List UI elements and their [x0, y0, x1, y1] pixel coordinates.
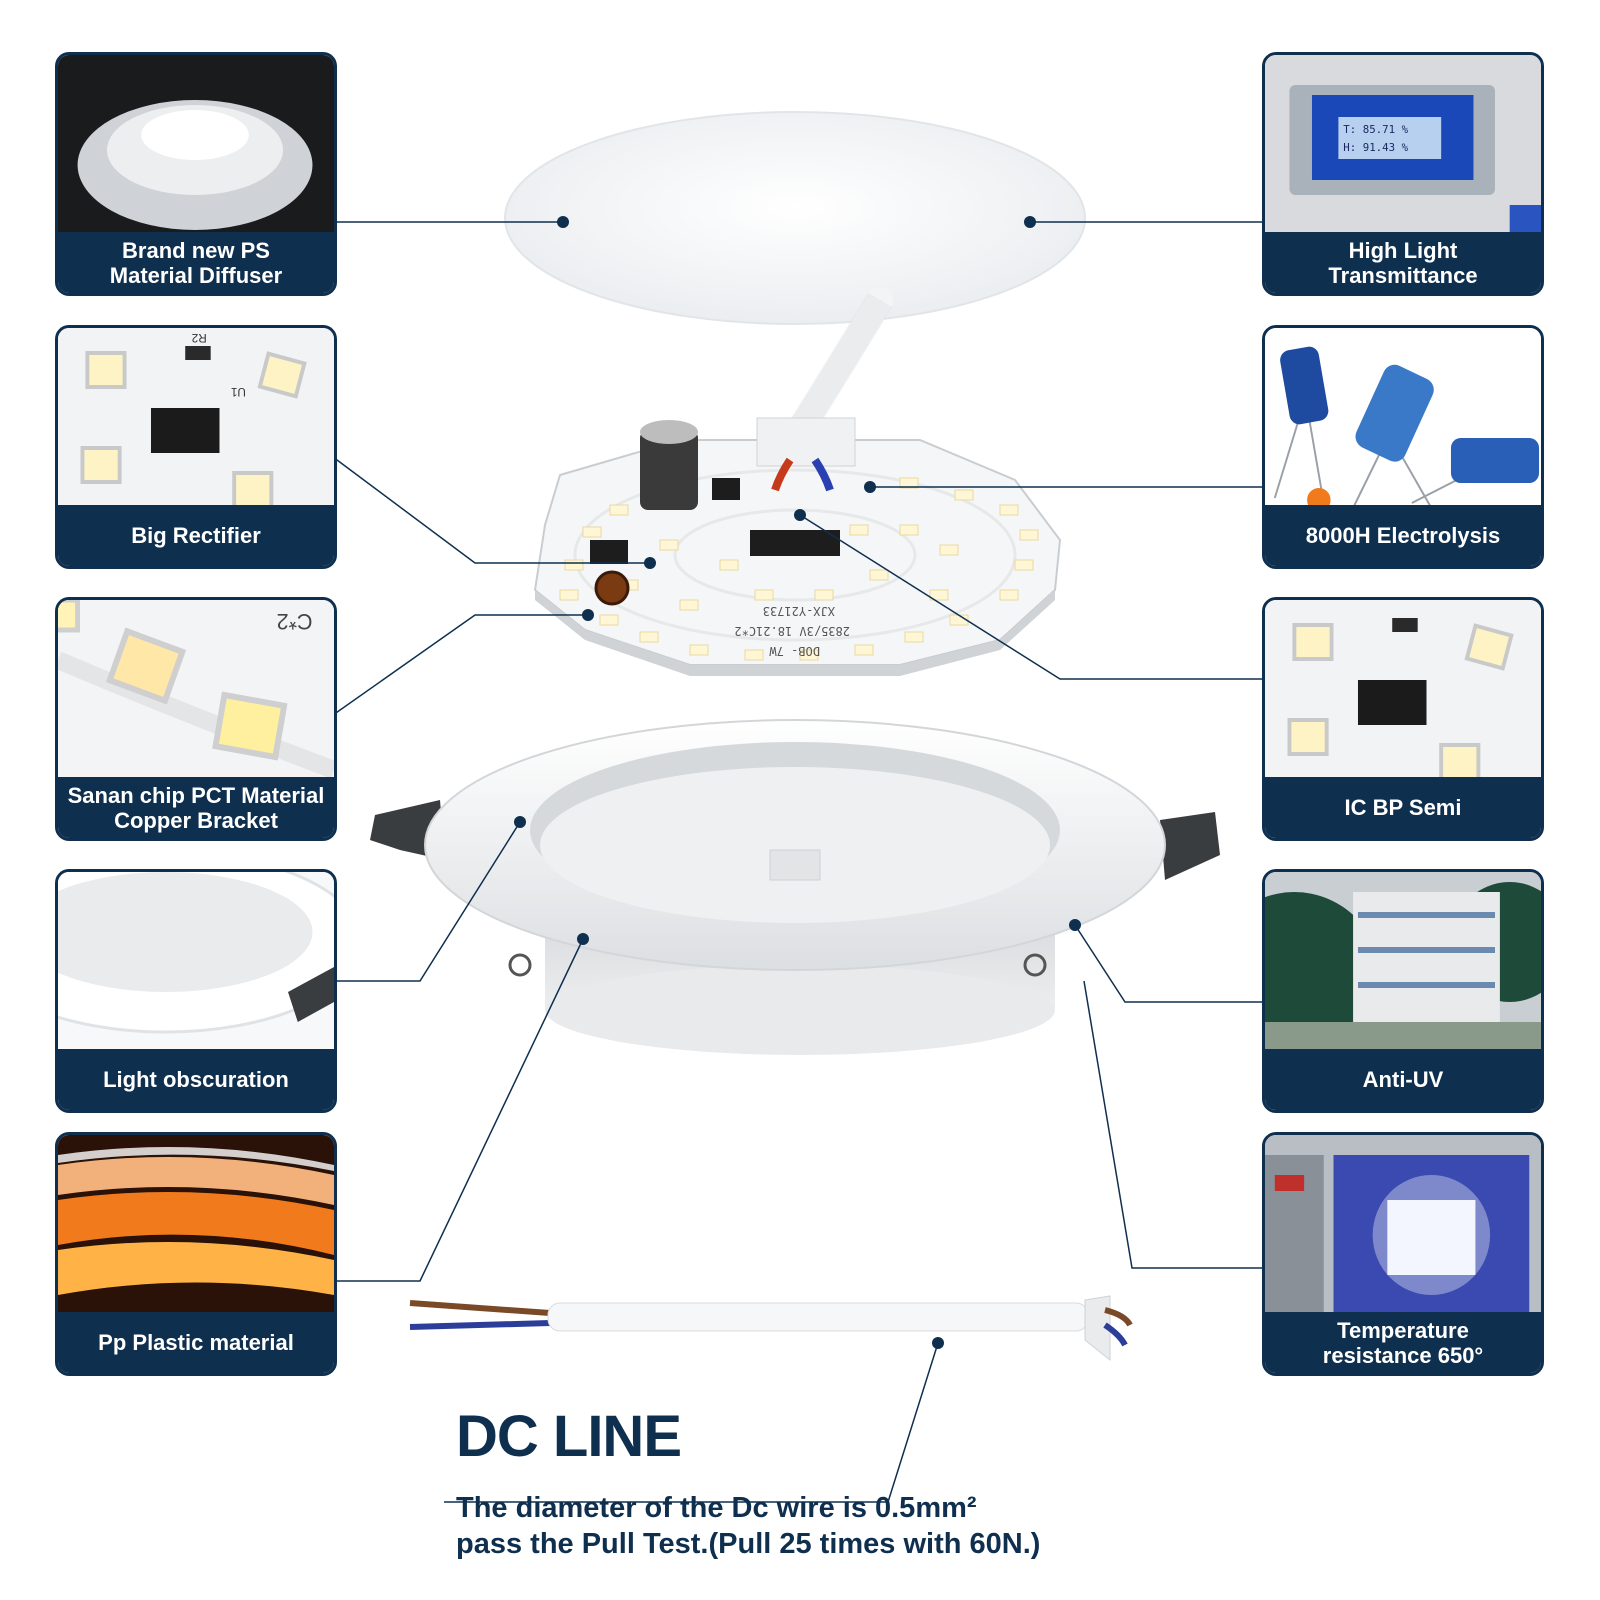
card-big-rectifier: R2 U1 Big Rectifier [55, 325, 337, 569]
capacitors-photo [1265, 328, 1541, 508]
connector-dots [514, 216, 1081, 1349]
dc-line-title: DC LINE [456, 1404, 682, 1469]
dc-wire [409, 1295, 1133, 1362]
card-light-obscuration: Light obscuration [55, 869, 337, 1113]
caption-line: Copper Bracket [114, 807, 278, 833]
caption-line: Light obscuration [103, 1067, 289, 1092]
caption-line: Big Rectifier [131, 523, 261, 548]
ic-chip [750, 530, 840, 556]
caption-line: Anti-UV [1362, 1067, 1444, 1092]
diffuser-disc [504, 111, 1086, 325]
pcb-board: XJX-Y21733 2835/3V 18.21C*2 DOB- 7W [533, 417, 1062, 676]
inductor [594, 570, 630, 606]
meter-t-reading: T: 85.71 % [1343, 123, 1408, 136]
caption-line: 8000H Electrolysis [1305, 523, 1501, 548]
u1-label: U1 [231, 385, 246, 399]
dc-line-description: The diameter of the Dc wire is 0.5mm² pa… [456, 1490, 1040, 1562]
dc-line-desc-1: The diameter of the Dc wire is 0.5mm² [456, 1492, 977, 1524]
transmittance-meter-photo: T: 85.71 % H: 91.43 % [1265, 55, 1541, 235]
ps-pellets-photo [58, 55, 334, 235]
card-anti-uv: Anti-UV [1262, 869, 1544, 1113]
pp-plastic-photo [58, 1135, 334, 1315]
pcb-model-label: XJX-Y21733 [763, 604, 835, 618]
card-electrolysis: 8000H Electrolysis [1262, 325, 1544, 569]
caption-line: Temperature [1337, 1317, 1469, 1343]
c2-label: C*2 [277, 609, 313, 634]
card-caption: Big Rectifier [58, 505, 334, 566]
ic-photo [1265, 600, 1541, 780]
caption-line: Pp Plastic material [98, 1330, 294, 1355]
uv-lab-photo [1265, 872, 1541, 1052]
card-caption: 8000H Electrolysis [1265, 505, 1541, 566]
meter-h-reading: H: 91.43 % [1343, 141, 1408, 154]
caption-line: Transmittance [1328, 262, 1478, 288]
caption-line: IC BP Semi [1344, 795, 1462, 820]
capacitor [640, 430, 698, 510]
pcb-cable [787, 287, 893, 443]
pcb-power-label: DOB- 7W [769, 644, 820, 658]
card-caption: Anti-UV [1265, 1049, 1541, 1110]
caption-line: Material Diffuser [109, 262, 283, 288]
downlight-housing [370, 719, 1220, 1055]
rectifier-chip [590, 540, 628, 564]
caption-line: Brand new PS [122, 237, 270, 263]
caption-line: High Light [1348, 237, 1458, 263]
dc-line-desc-2: pass the Pull Test.(Pull 25 times with 6… [456, 1528, 1041, 1560]
card-pp-plastic: Pp Plastic material [55, 1132, 337, 1376]
rectifier-photo: R2 U1 [58, 328, 334, 508]
caption-line: resistance 650° [1322, 1342, 1484, 1368]
card-caption: Pp Plastic material [58, 1312, 334, 1373]
card-caption: Light obscuration [58, 1049, 334, 1110]
r2-label: R2 [192, 331, 207, 345]
card-caption: IC BP Semi [1265, 777, 1541, 838]
connector-lines [332, 221, 1262, 1503]
pcb-spec-label: 2835/3V 18.21C*2 [734, 624, 850, 638]
card-ic-bp-semi: IC BP Semi [1262, 597, 1544, 841]
caption-line: Sanan chip PCT Material [67, 782, 325, 808]
led-chip-photo: C*2 [58, 600, 334, 780]
oven-photo [1265, 1135, 1541, 1315]
obscuration-photo [58, 872, 334, 1052]
